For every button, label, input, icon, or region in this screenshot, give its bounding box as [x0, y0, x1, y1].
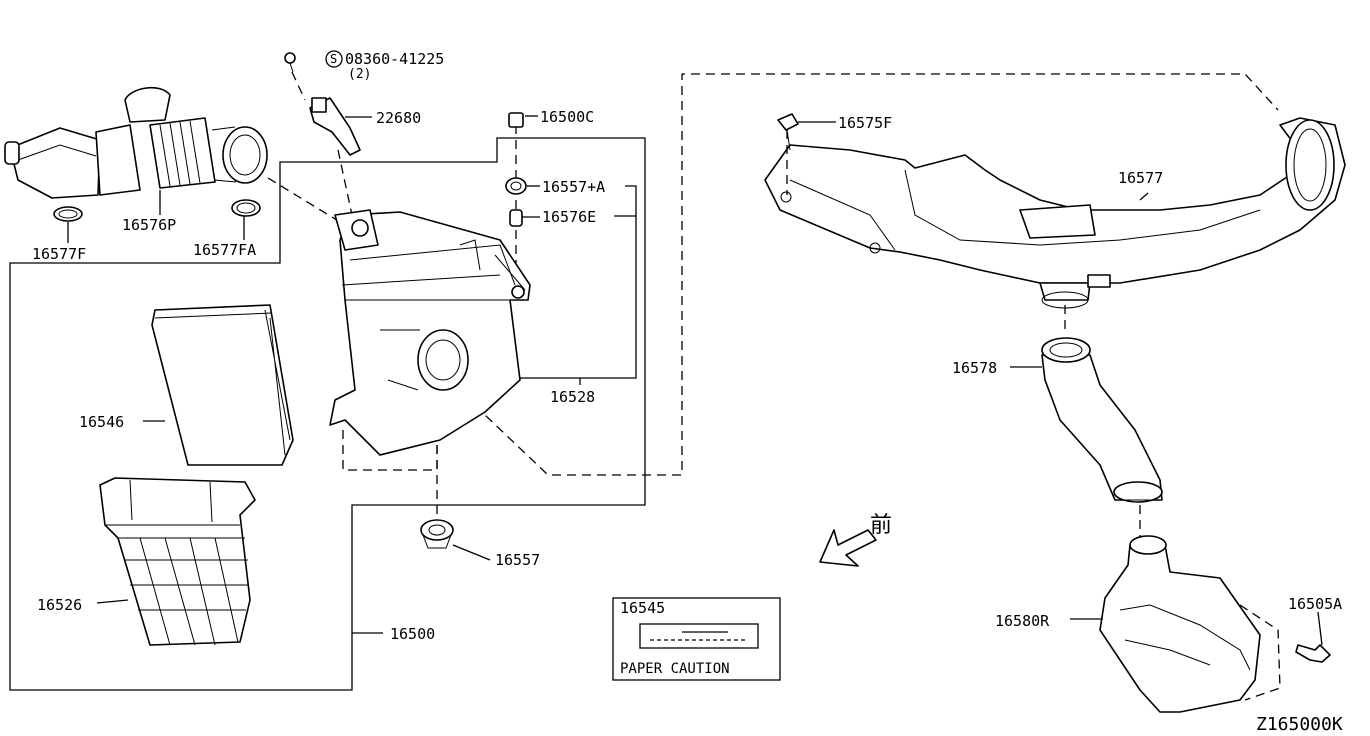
hose-dash-line [267, 177, 341, 223]
mount-dash-box [342, 430, 438, 471]
label-16546: 16546 [79, 413, 124, 431]
leader-lines [67, 115, 1323, 646]
filter-element-16546 [151, 304, 294, 466]
label-22680: 22680 [376, 109, 421, 127]
duct-reference-line [463, 73, 1279, 476]
label-box-caption: PAPER CAUTION [620, 661, 730, 677]
cap-16500C [508, 112, 524, 128]
clamp-16577F [53, 206, 83, 222]
bolt-16505A [1295, 644, 1331, 663]
bolt-prefix-circle [325, 50, 343, 68]
label-box-16545 [612, 597, 781, 681]
label-16577F: 16577F [32, 245, 86, 263]
label-16577FA: 16577FA [193, 241, 256, 259]
clamp-16577FA [231, 199, 261, 217]
assembly-outline [9, 137, 646, 691]
label-16577: 16577 [1118, 169, 1163, 187]
clip-16575F [777, 113, 799, 151]
bolt-08360 [284, 52, 296, 73]
label-16526: 16526 [37, 596, 82, 614]
label-16576E: 16576E [542, 208, 596, 226]
grommet-16557A [505, 177, 527, 195]
hose-16578 [1041, 337, 1163, 503]
duct-16577 [764, 117, 1346, 309]
label-bolt-qty: (2) [348, 67, 371, 82]
airflow-sensor-22680 [309, 97, 361, 156]
diagram-id: Z165000K [1256, 714, 1343, 735]
label-box-part: 16545 [620, 599, 665, 617]
label-16505A: 16505A [1288, 595, 1342, 613]
label-16500: 16500 [390, 625, 435, 643]
resonator-16580R [1099, 535, 1261, 713]
label-16557: 16557 [495, 551, 540, 569]
resonator-bolt-dash [1239, 604, 1281, 701]
label-16557A: 16557+A [542, 178, 605, 196]
sensor-dash-line [337, 149, 353, 216]
front-symbol: 前 [870, 513, 892, 538]
leader-bracket [520, 185, 637, 379]
bolt-dash-line [291, 71, 306, 101]
label-16575F: 16575F [838, 114, 892, 132]
label-16578: 16578 [952, 359, 997, 377]
label-16528: 16528 [550, 388, 595, 406]
air-cleaner-body-16528 [329, 209, 531, 456]
front-direction-arrow [819, 529, 877, 567]
bolt-prefix-symbol: S [330, 52, 337, 66]
grommet-16557 [420, 519, 454, 549]
label-16576P: 16576P [122, 216, 176, 234]
label-16580R: 16580R [995, 612, 1050, 630]
label-16500C: 16500C [540, 108, 594, 126]
collar-16576E [509, 209, 523, 227]
lower-case-16526 [99, 477, 256, 646]
hose-assembly-16576P [4, 86, 268, 199]
label-bolt-spec: 08360-41225 [345, 50, 444, 68]
